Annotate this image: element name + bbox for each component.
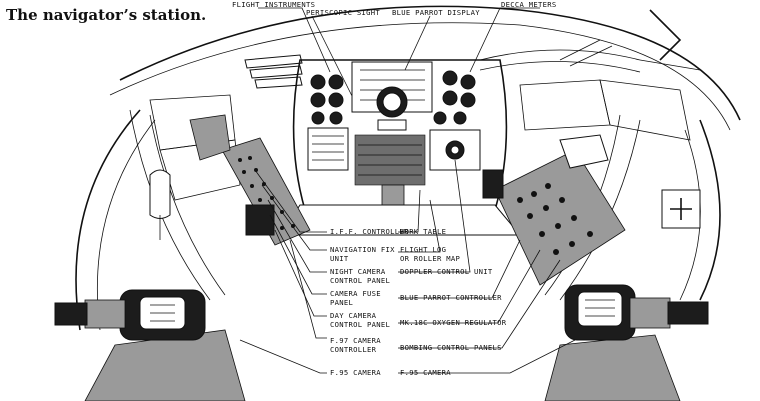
right-control-panels	[482, 134, 701, 286]
callout-leaders	[239, 7, 576, 374]
label-camera-fuse-panel-line2: PANEL	[330, 298, 353, 307]
label-f95-camera-left: F.95 CAMERA	[330, 368, 381, 377]
page-title: The navigator’s station.	[6, 6, 207, 24]
label-blue-parrot-display: BLUE PARROT DISPLAY	[392, 8, 480, 17]
label-iff-controller: I.F.F. CONTROLLER	[330, 227, 409, 236]
decca-meter-dials	[433, 70, 476, 125]
label-flight-instruments: FLIGHT INSTRUMENTS	[232, 0, 315, 9]
label-day-camera-control-panel-line2: CONTROL PANEL	[330, 320, 390, 329]
label-f97-camera-controller-line2: CONTROLLER	[330, 345, 377, 354]
label-bombing-control-panels: BOMBING CONTROL PANELS	[400, 343, 502, 352]
label-navigation-fix-unit: NAVIGATION FIX	[330, 245, 395, 254]
label-oxygen-regulator: MK.18C OXYGEN REGULATOR	[400, 318, 507, 327]
label-day-camera-control-panel: DAY CAMERA	[330, 311, 377, 320]
label-camera-fuse-panel: CAMERA FUSE	[330, 289, 381, 298]
label-doppler-control-unit: DOPPLER CONTROL UNIT	[400, 267, 493, 276]
label-periscopic-sight: PERISCOPIC SIGHT	[306, 8, 380, 17]
label-blue-parrot-controller: BLUE PARROT CONTROLLER	[400, 293, 502, 302]
flight-instrument-dials	[310, 74, 344, 125]
f95-camera-left-illustration	[54, 289, 246, 401]
label-decca-meters: DECCA METERS	[501, 0, 557, 9]
left-control-panels	[149, 114, 311, 246]
label-navigation-fix-unit-line2: UNIT	[330, 254, 349, 263]
label-work-table: WORK TABLE	[400, 227, 446, 236]
label-night-camera-control-panel-line2: CONTROL PANEL	[330, 276, 390, 285]
callout-labels: FLIGHT INSTRUMENTS PERISCOPIC SIGHT BLUE…	[232, 0, 557, 377]
central-instrument-panel	[292, 59, 508, 231]
label-night-camera-control-panel: NIGHT CAMERA	[330, 267, 386, 276]
label-flight-log-line2: OR ROLLER MAP	[400, 254, 460, 263]
label-f97-camera-controller: F.97 CAMERA	[330, 336, 381, 345]
f95-camera-right-illustration	[544, 284, 709, 401]
label-f95-camera-right: F.95 CAMERA	[400, 368, 451, 377]
label-flight-log: FLIGHT LOG	[400, 245, 446, 254]
